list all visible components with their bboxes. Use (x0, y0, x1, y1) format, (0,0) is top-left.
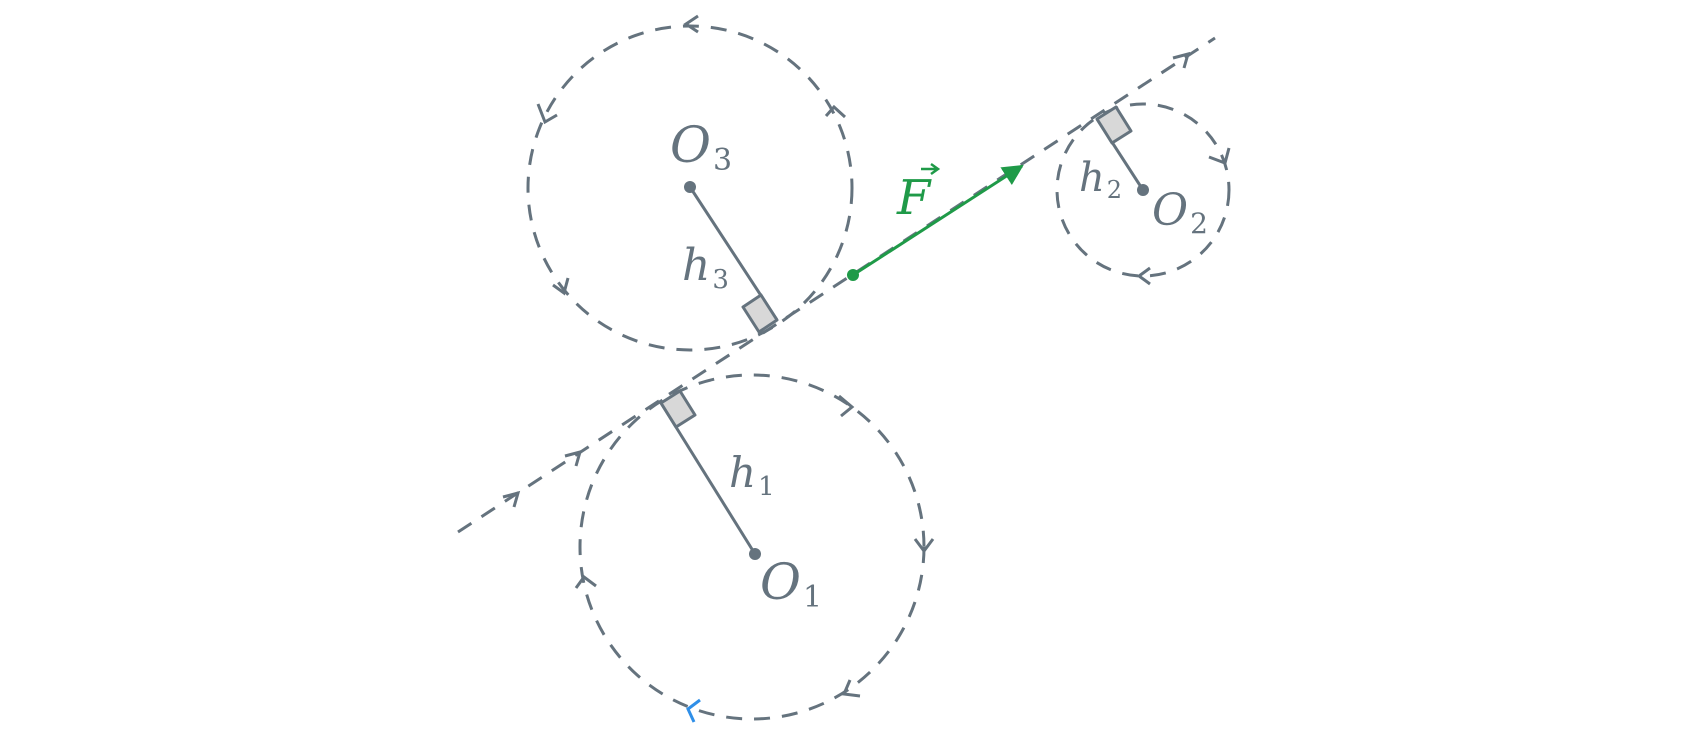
circle-o3-arrow-top (683, 14, 699, 34)
circle-o1-arrow-bottom (686, 698, 701, 723)
center-label-o2: O2 (1152, 185, 1208, 240)
right-angle-h1 (659, 389, 697, 429)
center-label-o1: O1 (760, 553, 822, 615)
center-point-o1 (749, 548, 761, 560)
line-of-action (457, 36, 1216, 534)
right-angle-h2 (1095, 105, 1133, 145)
circle-o1-arrow-top (838, 394, 855, 418)
force-vector (852, 164, 1024, 277)
arm-label-h3: h3 (682, 240, 729, 295)
arm-label-h1: h1 (729, 448, 775, 502)
right-angle-h3 (741, 293, 779, 334)
line-arrow-3 (1172, 51, 1191, 69)
line-arrow-2 (564, 449, 583, 467)
force-label: F (896, 170, 932, 226)
center-point-o3 (684, 181, 696, 193)
center-label-o3: O3 (670, 116, 732, 178)
rotation-circle-o1 (578, 373, 926, 721)
circle-o2-arrow-right (1208, 147, 1231, 165)
circle-o1-arrow-lower-right (841, 679, 861, 698)
circle-o1-arrow-left (574, 574, 597, 589)
force-vector-arrow-accent (921, 162, 941, 176)
line-arrow-1 (502, 490, 521, 508)
force-application-point (847, 269, 859, 281)
circle-o3-arrow-left (536, 103, 558, 125)
circle-o3-arrow-lower-left (552, 277, 570, 296)
circle-o3-arrow-right (824, 104, 847, 119)
arm-label-h2: h2 (1079, 155, 1122, 204)
center-point-o2 (1137, 184, 1149, 196)
circle-o2-arrow-bottom (1136, 266, 1151, 286)
rotation-circle-o2 (1055, 102, 1231, 278)
circle-o1-arrow-right (913, 538, 935, 554)
